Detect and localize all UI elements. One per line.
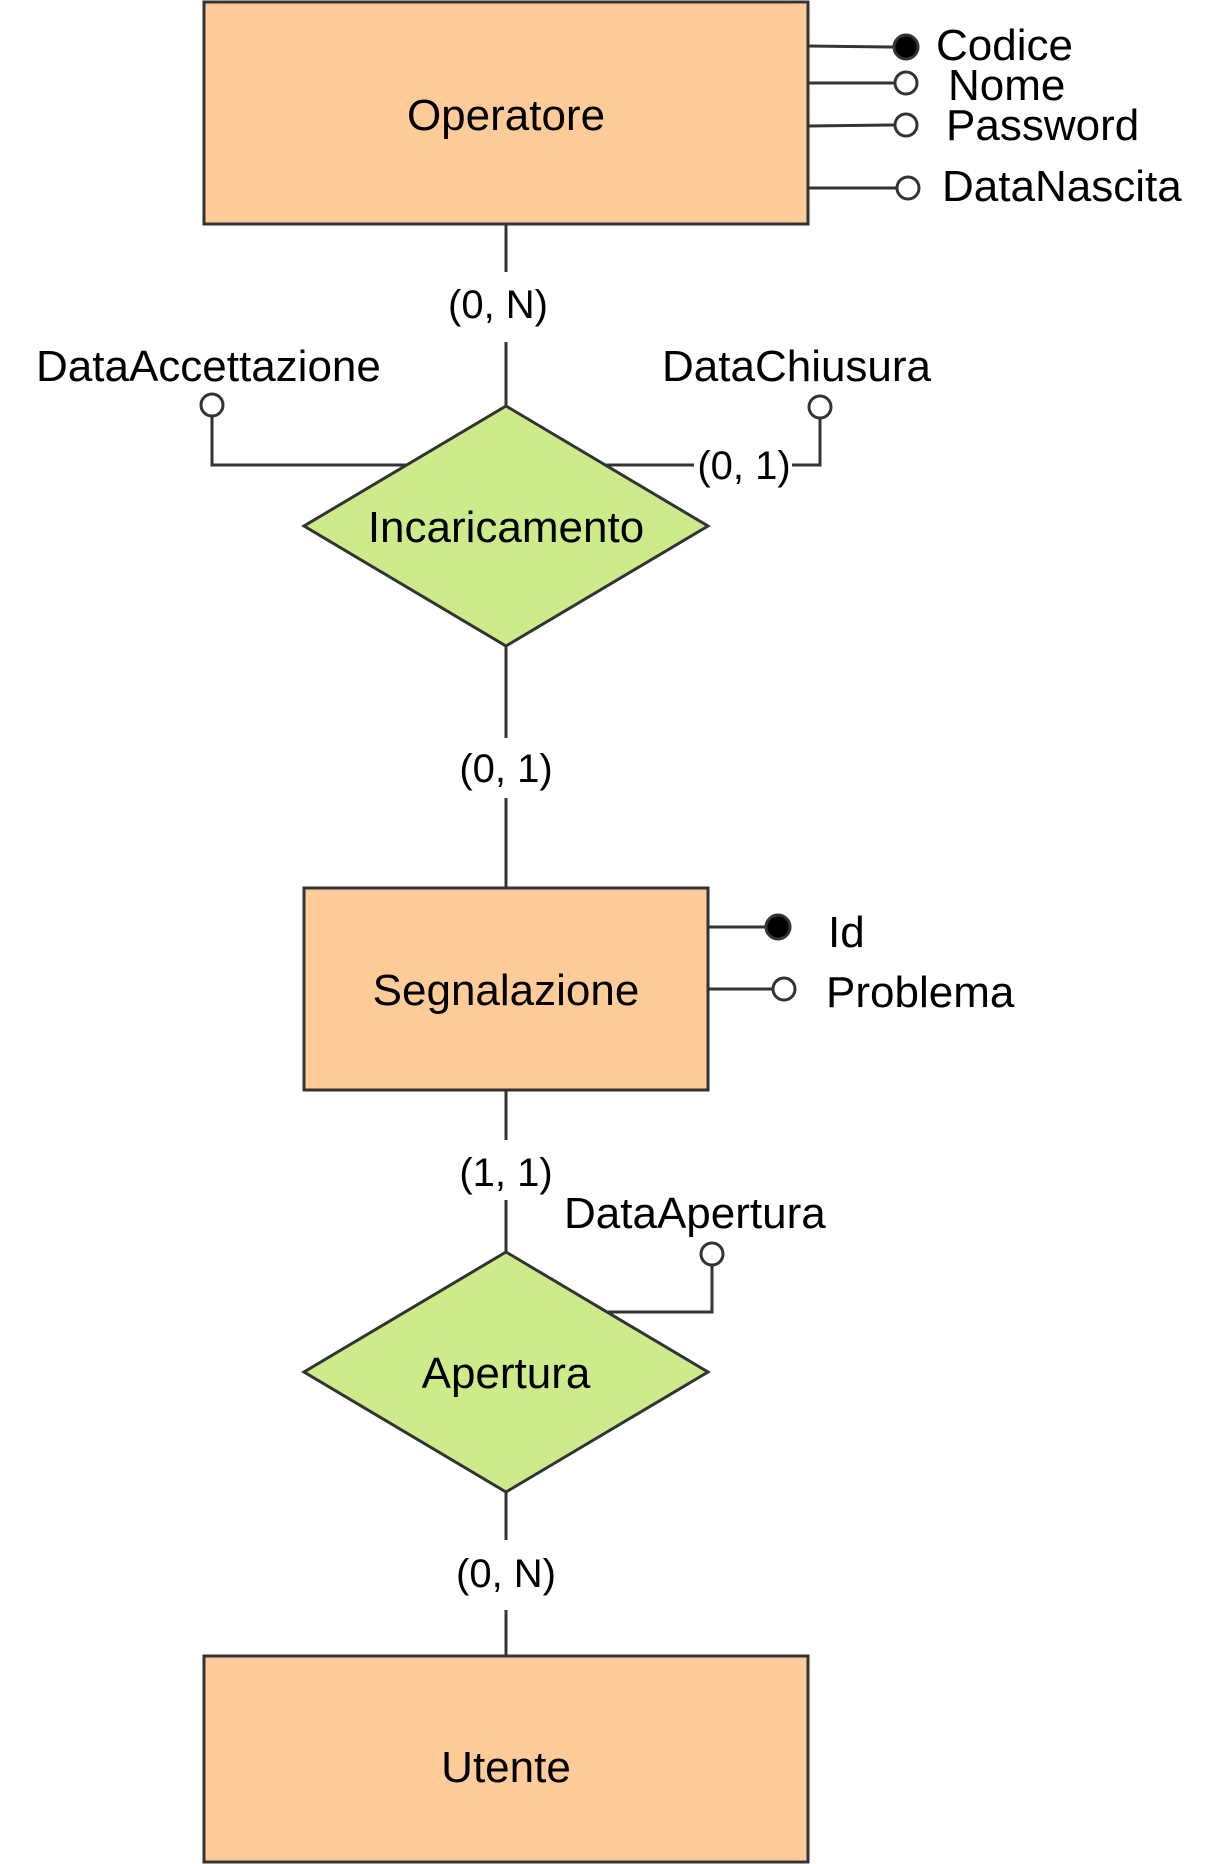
attr-id-label: Id	[828, 908, 865, 957]
attr-datanascita-dot-icon	[895, 175, 921, 201]
incaricamento-attributes	[199, 392, 833, 467]
attr-password-dot-icon	[893, 112, 919, 138]
cardinality-apertura-utente: (0, N)	[456, 1552, 556, 1596]
attr-dataapertura-label: DataApertura	[564, 1189, 826, 1238]
attr-id-key-dot-icon	[764, 913, 792, 941]
attr-problema-dot-icon	[771, 976, 797, 1002]
entity-utente-box	[202, 1654, 810, 1864]
attr-password-label: Password	[946, 101, 1139, 150]
attr-dataapertura-line	[608, 1265, 714, 1314]
attr-datachiusura-dot-icon	[807, 394, 833, 420]
cardinality-incaricamento-segnalazione: (0, 1)	[459, 747, 552, 791]
attr-password-line	[807, 123, 895, 128]
attr-datachiusura-line-right	[792, 418, 822, 467]
cardinality-operatore-incaricamento: (0, N)	[448, 283, 548, 327]
entity-segnalazione-label: Segnalazione	[373, 966, 640, 1015]
attr-datachiusura-label: DataChiusura	[662, 342, 932, 391]
entity-operatore-box	[202, 0, 810, 226]
attr-dataaccettazione-label: DataAccettazione	[36, 342, 381, 391]
relationship-apertura-label: Apertura	[422, 1349, 591, 1398]
operatore-attributes	[807, 33, 921, 201]
attr-datanascita-label: DataNascita	[942, 162, 1182, 211]
attr-nome-dot-icon	[893, 70, 919, 96]
entity-utente-label: Utente	[441, 1743, 571, 1792]
attr-nome-label: Nome	[948, 61, 1065, 110]
segnalazione-attributes	[708, 913, 797, 1002]
apertura-attributes	[608, 1241, 725, 1314]
entity-utente[interactable]: Utente	[202, 1654, 810, 1864]
attr-dataaccettazione-dot-icon	[199, 392, 225, 418]
cardinality-datachiusura: (0, 1)	[697, 444, 790, 488]
attr-codice-key-dot-icon	[892, 33, 920, 61]
entity-operatore[interactable]: Operatore	[202, 0, 810, 226]
attr-codice-label: Codice	[936, 21, 1073, 70]
attr-codice-line	[807, 44, 895, 49]
attr-dataapertura-dot-icon	[699, 1241, 725, 1267]
cardinality-segnalazione-apertura: (1, 1)	[459, 1151, 552, 1195]
attr-problema-label: Problema	[826, 968, 1015, 1017]
relationship-apertura[interactable]: Apertura	[301, 1250, 711, 1494]
relationship-incaricamento-label: Incaricamento	[368, 503, 644, 552]
entity-segnalazione-box	[302, 886, 710, 1092]
entity-operatore-label: Operatore	[407, 91, 605, 140]
relationship-apertura-diamond	[301, 1250, 711, 1494]
entity-segnalazione[interactable]: Segnalazione	[302, 886, 710, 1092]
relationship-incaricamento[interactable]: Incaricamento	[301, 404, 711, 648]
attr-dataaccettazione-line	[210, 416, 406, 467]
